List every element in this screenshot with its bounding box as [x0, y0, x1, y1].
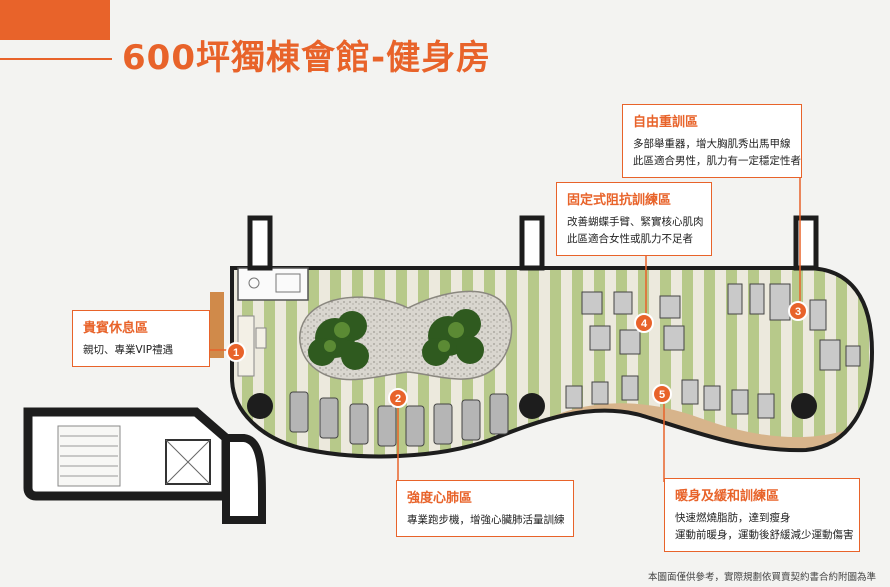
zone-markers: 1 2 3 4 5 — [226, 301, 808, 408]
callout-free-weights: 自由重訓區 多部舉重器，增大胸肌秀出馬甲線 此區適合男性，肌力有一定穩定性者 — [622, 104, 802, 178]
callout-text: 快速燃燒脂肪，達到瘦身 — [675, 512, 791, 524]
marker-5: 5 — [659, 389, 665, 401]
marker-3: 3 — [795, 306, 801, 318]
callout-heading: 自由重訓區 — [633, 115, 699, 130]
callout-resistance: 固定式阻抗訓練區 改善蝴蝶手臂、緊實核心肌肉 此區適合女性或肌力不足者 — [556, 182, 712, 256]
treadmills — [289, 391, 509, 447]
marker-2: 2 — [395, 393, 401, 405]
corner-accent-block — [0, 0, 110, 40]
callout-vip-lounge: 貴賓休息區 親切、專業VIP禮遇 — [72, 310, 210, 367]
callout-text: 運動前暖身，運動後舒緩減少運動傷害 — [675, 529, 854, 541]
callout-heading: 貴賓休息區 — [83, 321, 149, 336]
marker-1: 1 — [233, 347, 239, 359]
callout-text: 親切、專業VIP禮遇 — [83, 344, 174, 356]
washroom — [210, 267, 309, 358]
callout-text: 此區適合男性，肌力有一定穩定性者 — [633, 155, 801, 167]
callout-warmup: 暖身及緩和訓練區 快速燃燒脂肪，達到瘦身 運動前暖身，運動後舒緩減少運動傷害 — [664, 478, 860, 552]
callout-heading: 暖身及緩和訓練區 — [675, 489, 780, 504]
title-rule — [0, 58, 112, 60]
callout-text: 此區適合女性或肌力不足者 — [567, 233, 693, 245]
structural-columns — [247, 215, 819, 271]
round-pillars — [247, 393, 817, 419]
marker-4: 4 — [641, 318, 648, 330]
callout-text: 專業跑步機，增強心臟肺活量訓練 — [407, 514, 565, 526]
stairwell-block — [23, 407, 266, 524]
callout-text: 改善蝴蝶手臂、緊實核心肌肉 — [567, 216, 704, 228]
garden-island — [299, 290, 513, 381]
gym-machines — [565, 283, 861, 419]
disclaimer-footnote: 本圖面僅供參考，實際規劃依買賣契約書合約附圖為準 — [647, 572, 876, 583]
page-title: 600坪獨棟會館-健身房 — [122, 38, 492, 78]
callout-text: 多部舉重器，增大胸肌秀出馬甲線 — [633, 138, 791, 150]
callout-heading: 強度心肺區 — [407, 491, 473, 506]
callout-heading: 固定式阻抗訓練區 — [567, 193, 672, 208]
callout-cardio: 強度心肺區 專業跑步機，增強心臟肺活量訓練 — [396, 480, 574, 537]
